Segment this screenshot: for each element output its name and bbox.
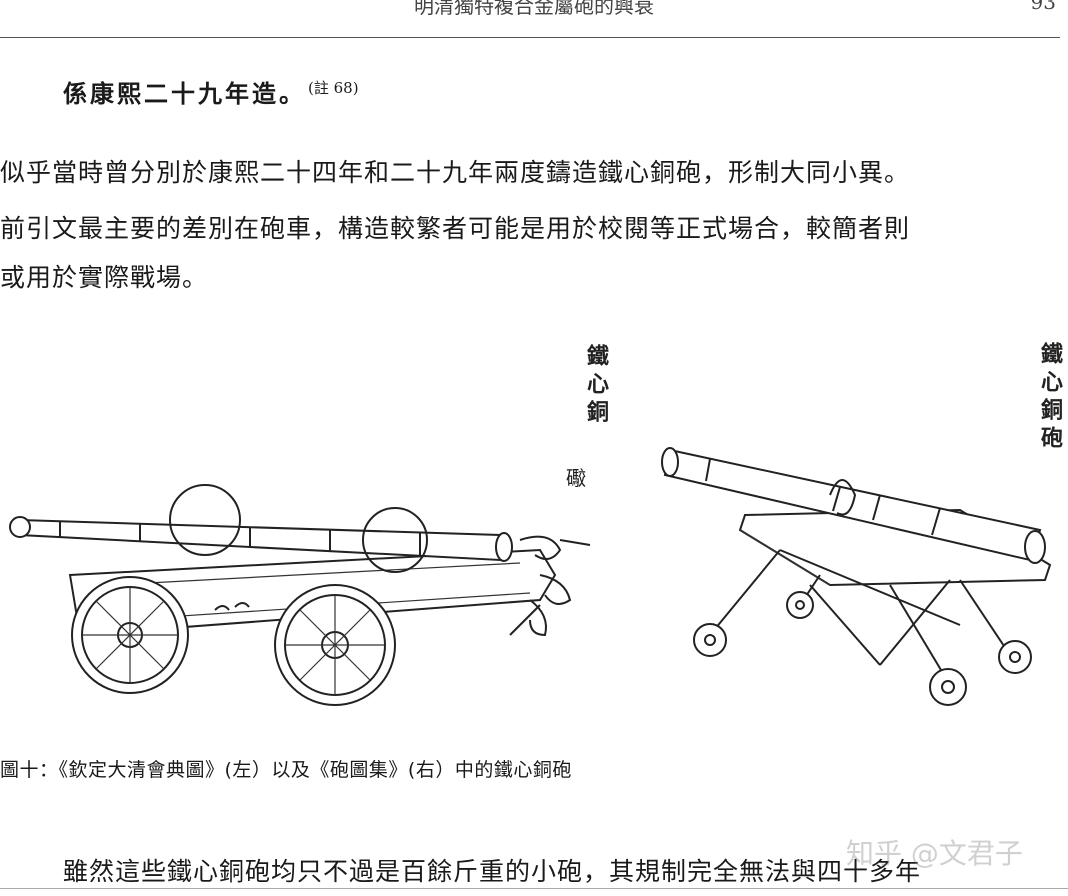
running-title: 明清獨特複合金屬砲的興衰 (414, 0, 654, 18)
wheel-left (71, 576, 189, 694)
quote-line: 係康熙二十九年造。(註 68) (63, 74, 359, 109)
cannon-stand-illustration (661, 447, 1052, 706)
paragraph-line: 似乎當時曾分別於康熙二十四年和二十九年兩度鑄造鐵心銅砲，形制大同小異。 (0, 158, 911, 187)
stand-wheel (693, 623, 727, 657)
stand-wheel (786, 591, 814, 619)
wheel-right (274, 584, 396, 706)
quote-text: 係康熙二十九年造。 (63, 79, 306, 108)
page-number: 93 (1030, 0, 1056, 14)
header-divider (0, 37, 1060, 38)
cannon-carriage-illustration (9, 484, 591, 706)
left-figure-label: 鐵心銅 (583, 344, 609, 428)
right-figure-label: 鐵心銅砲 (1037, 342, 1063, 454)
paragraph-line: 或用於實際戰場。 (0, 263, 209, 292)
paragraph-line: 前引文最主要的差別在砲車，構造較繁者可能是用於校閱等正式場合，較簡者則 (0, 214, 911, 243)
left-figure-label-sub: 礮 (566, 466, 586, 490)
paragraph-line: 雖然這些鐵心銅砲均只不過是百餘斤重的小砲，其規制完全無法與四十多年 (63, 857, 922, 886)
figure-caption: 圖十：《欽定大清會典圖》(左）以及《砲圖集》(右）中的鐵心銅砲 (0, 759, 572, 781)
stand-wheel (929, 668, 967, 706)
stand-wheel (998, 640, 1032, 674)
watermark: 知乎 @文君子 (846, 837, 1023, 870)
bottom-divider (0, 888, 1068, 889)
footnote-ref: (註 68) (308, 79, 359, 97)
